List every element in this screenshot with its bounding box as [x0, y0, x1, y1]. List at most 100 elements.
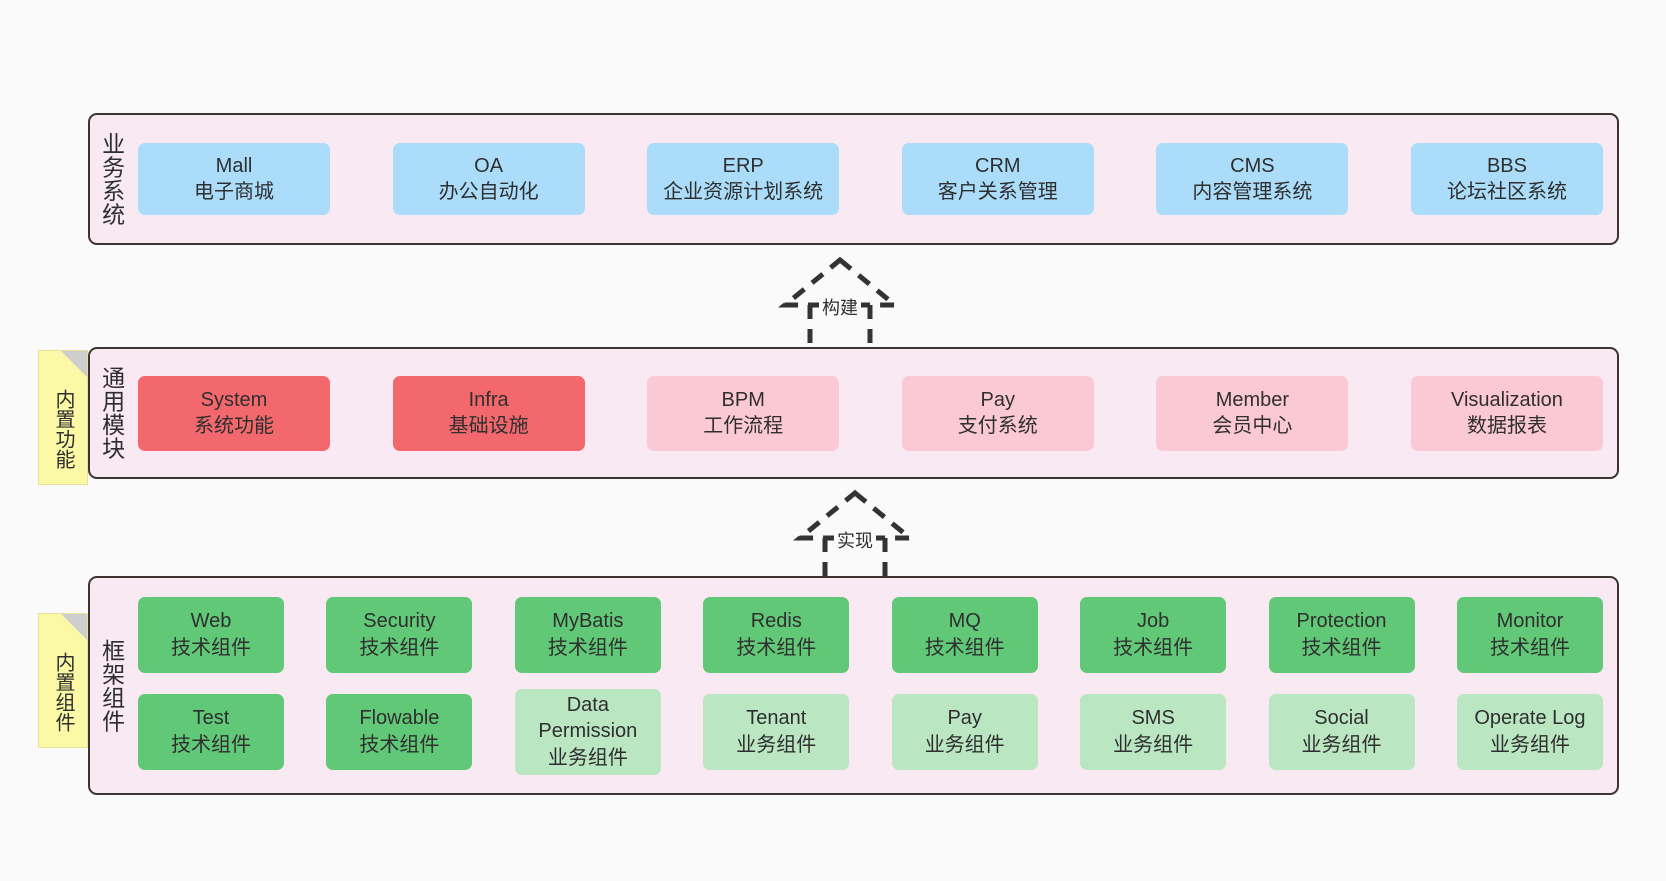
note-builtin-features: 内置功能 [38, 350, 88, 485]
node-erp-cn: 企业资源计划系统 [663, 181, 824, 203]
node-monitor-en: Monitor [1496, 610, 1564, 633]
node-data-permission-en: Data Permission [538, 693, 638, 743]
node-oa-en: OA [474, 154, 504, 177]
node-cms[interactable]: CMS 内容管理系统 [1156, 143, 1349, 215]
node-job-en: Job [1136, 610, 1170, 633]
node-member-en: Member [1215, 388, 1290, 411]
node-erp-en: ERP [722, 154, 764, 177]
common-node-row: System 系统功能 Infra 基础设施 BPM 工作流程 Pay 支付系统… [138, 375, 1603, 451]
connector-implement-label: 实现 [834, 526, 876, 554]
node-flowable[interactable]: Flowable 技术组件 [326, 693, 473, 770]
node-bpm[interactable]: BPM 工作流程 [647, 375, 840, 451]
layer-title-common: 通用模块 [98, 366, 125, 460]
node-system[interactable]: System 系统功能 [138, 375, 330, 451]
node-social[interactable]: Social 业务组件 [1268, 693, 1415, 770]
node-cms-en: CMS [1230, 154, 1275, 177]
node-crm-en: CRM [975, 154, 1021, 177]
node-tenant[interactable]: Tenant 业务组件 [703, 693, 850, 770]
node-redis-en: Redis [750, 610, 802, 633]
node-infra[interactable]: Infra 基础设施 [392, 375, 585, 451]
node-sms[interactable]: SMS 业务组件 [1080, 693, 1227, 770]
node-erp[interactable]: ERP 企业资源计划系统 [647, 143, 840, 215]
node-operate-log[interactable]: Operate Log 业务组件 [1456, 693, 1603, 770]
node-mall-cn: 电子商城 [194, 181, 274, 203]
node-member[interactable]: Member 会员中心 [1156, 375, 1349, 451]
layer-title-business: 业务系统 [98, 132, 125, 226]
node-bpm-en: BPM [721, 388, 765, 411]
framework-node-row-technical: Web 技术组件 Security 技术组件 MyBatis 技术组件 Redi… [138, 596, 1603, 673]
node-tenant-en: Tenant [746, 707, 807, 730]
node-test[interactable]: Test 技术组件 [138, 693, 284, 770]
note-builtin-components: 内置组件 [38, 613, 88, 748]
layer-framework-components: 框架组件 Web 技术组件 Security 技术组件 MyBatis 技术组件… [88, 576, 1619, 795]
node-mall[interactable]: Mall 电子商城 [138, 143, 330, 215]
node-visualization-en: Visualization [1451, 388, 1563, 411]
node-redis[interactable]: Redis 技术组件 [703, 596, 850, 673]
node-oa-cn: 办公自动化 [438, 181, 539, 203]
node-monitor-cn: 技术组件 [1489, 636, 1570, 659]
node-social-en: Social [1314, 707, 1369, 730]
node-operate-log-cn: 业务组件 [1489, 733, 1570, 756]
node-member-cn: 会员中心 [1212, 415, 1293, 437]
node-protection-cn: 技术组件 [1301, 636, 1382, 659]
connector-build-label: 构建 [819, 293, 861, 321]
node-system-cn: 系统功能 [194, 415, 274, 437]
layer-body-common: System 系统功能 Infra 基础设施 BPM 工作流程 Pay 支付系统… [132, 349, 1617, 477]
node-bbs[interactable]: BBS 论坛社区系统 [1410, 143, 1603, 215]
node-security-cn: 技术组件 [359, 636, 440, 659]
node-sms-en: SMS [1131, 707, 1175, 730]
node-security-en: Security [363, 610, 436, 633]
node-sms-cn: 业务组件 [1113, 733, 1194, 756]
layer-body-business: Mall 电子商城 OA 办公自动化 ERP 企业资源计划系统 CRM 客户关系… [132, 115, 1617, 243]
node-infra-en: Infra [468, 388, 509, 411]
layer-title-framework: 框架组件 [98, 638, 125, 733]
node-social-cn: 业务组件 [1301, 733, 1382, 756]
node-monitor[interactable]: Monitor 技术组件 [1456, 596, 1603, 673]
connector-build: 构建 [755, 255, 925, 356]
layer-body-framework: Web 技术组件 Security 技术组件 MyBatis 技术组件 Redi… [132, 578, 1617, 793]
node-oa[interactable]: OA 办公自动化 [392, 143, 585, 215]
node-visualization[interactable]: Visualization 数据报表 [1410, 375, 1603, 451]
node-protection[interactable]: Protection 技术组件 [1268, 596, 1415, 673]
node-flowable-en: Flowable [359, 707, 440, 730]
node-data-permission[interactable]: Data Permission 业务组件 [514, 688, 661, 775]
node-pay-module-cn: 支付系统 [957, 415, 1038, 437]
node-operate-log-en: Operate Log [1474, 707, 1586, 730]
node-cms-cn: 内容管理系统 [1192, 181, 1313, 203]
node-job[interactable]: Job 技术组件 [1080, 596, 1227, 673]
node-bbs-en: BBS [1486, 154, 1527, 177]
node-mq[interactable]: MQ 技术组件 [891, 596, 1038, 673]
node-pay-component-cn: 业务组件 [924, 733, 1005, 756]
node-bbs-cn: 论坛社区系统 [1446, 181, 1567, 203]
node-web-en: Web [190, 610, 232, 633]
node-mq-en: MQ [948, 610, 981, 633]
note-builtin-features-label: 内置功能 [52, 388, 74, 469]
connector-implement: 实现 [770, 488, 940, 589]
node-protection-en: Protection [1296, 610, 1387, 633]
node-tenant-cn: 业务组件 [736, 733, 817, 756]
node-pay-module[interactable]: Pay 支付系统 [901, 375, 1094, 451]
node-test-en: Test [192, 707, 230, 730]
node-infra-cn: 基础设施 [448, 415, 529, 437]
node-web[interactable]: Web 技术组件 [138, 596, 284, 673]
node-web-cn: 技术组件 [171, 636, 251, 659]
node-job-cn: 技术组件 [1113, 636, 1194, 659]
node-mall-en: Mall [215, 154, 253, 177]
node-crm[interactable]: CRM 客户关系管理 [901, 143, 1094, 215]
node-visualization-cn: 数据报表 [1466, 415, 1547, 437]
node-test-cn: 技术组件 [171, 733, 251, 756]
node-crm-cn: 客户关系管理 [937, 181, 1058, 203]
layer-common-modules: 通用模块 System 系统功能 Infra 基础设施 BPM 工作流程 Pay [88, 347, 1619, 479]
node-mq-cn: 技术组件 [924, 636, 1005, 659]
node-mybatis-cn: 技术组件 [547, 636, 628, 659]
business-node-row: Mall 电子商城 OA 办公自动化 ERP 企业资源计划系统 CRM 客户关系… [138, 143, 1603, 215]
node-pay-component-en: Pay [947, 707, 982, 730]
node-pay-component[interactable]: Pay 业务组件 [891, 693, 1038, 770]
node-mybatis[interactable]: MyBatis 技术组件 [514, 596, 661, 673]
node-security[interactable]: Security 技术组件 [326, 596, 473, 673]
layer-business-systems: 业务系统 Mall 电子商城 OA 办公自动化 ERP 企业资源计划系统 CRM [88, 113, 1619, 245]
node-system-en: System [200, 388, 268, 411]
node-flowable-cn: 技术组件 [359, 733, 440, 756]
node-bpm-cn: 工作流程 [703, 415, 784, 437]
